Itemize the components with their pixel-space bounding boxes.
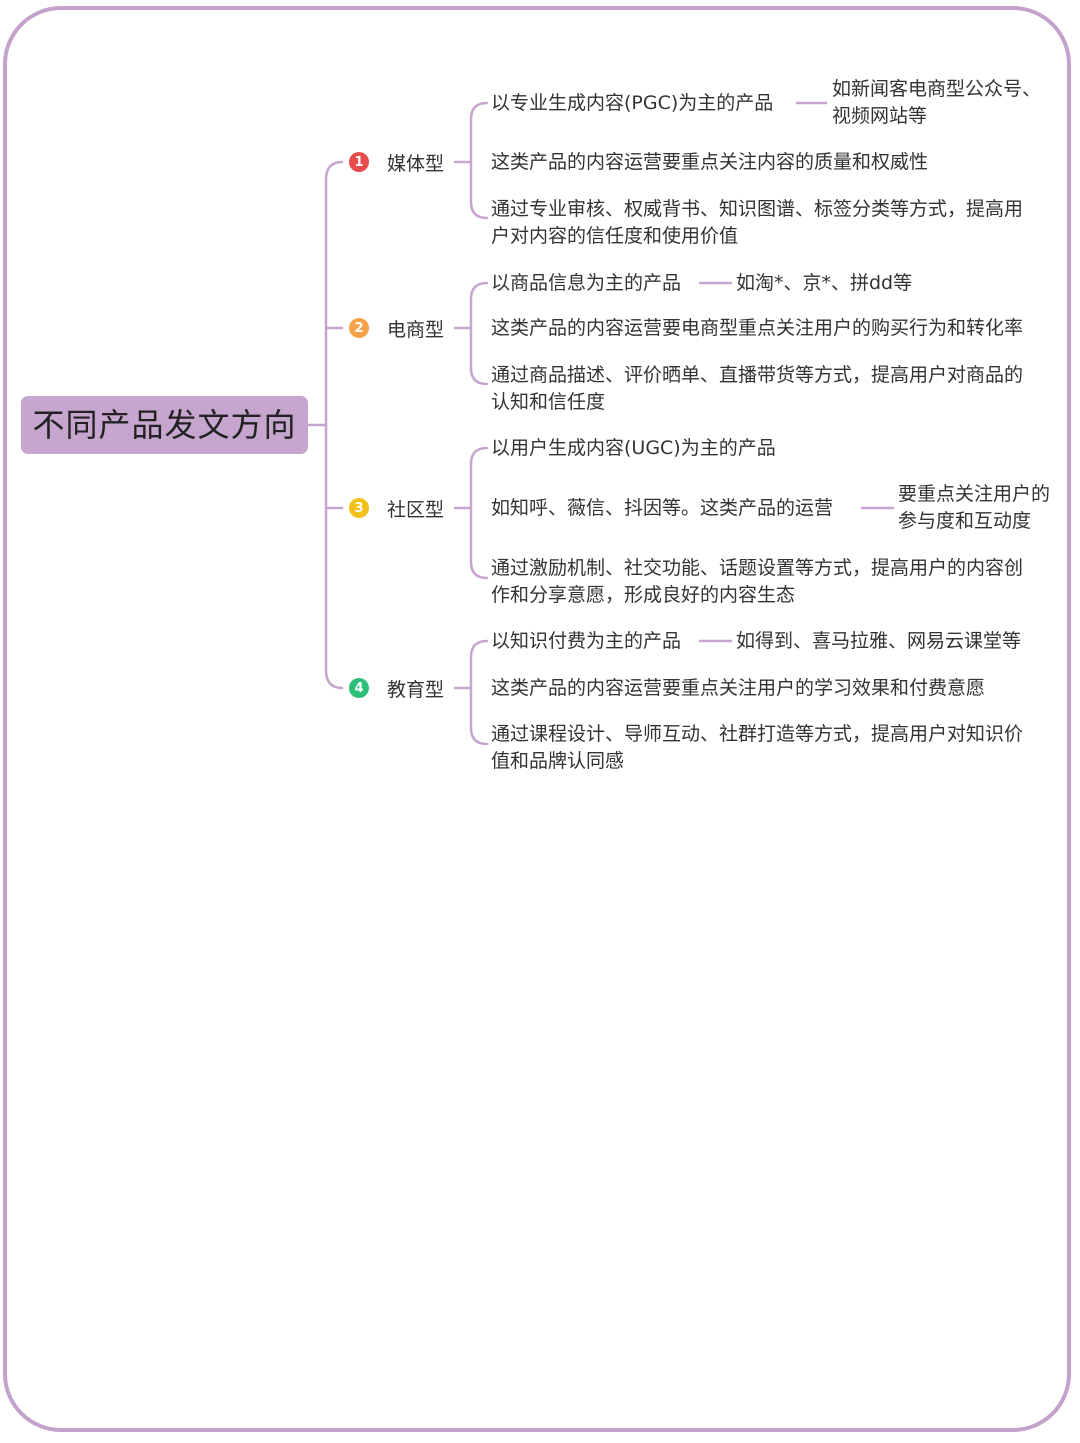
branch-community[interactable]: 3 社区型 (349, 494, 444, 522)
branch4-bracket (469, 639, 489, 746)
number-badge: 4 (349, 678, 369, 698)
text-line: 通过课程设计、导师互动、社群打造等方式，提高用户对知识价 (491, 723, 1024, 745)
branch3-bracket (469, 446, 489, 580)
leaf-media-pgc[interactable]: 以专业生成内容(PGC)为主的产品 (491, 92, 774, 114)
text-line: 值和品牌认同感 (491, 750, 625, 772)
leaf-community-examples[interactable]: 如知呼、薇信、抖因等。这类产品的运营 (491, 497, 834, 519)
note-line: 要重点关注用户的 (898, 483, 1051, 505)
note-line: 参与度和互动度 (898, 510, 1032, 532)
text-line: 通过专业审核、权威背书、知识图谱、标签分类等方式，提高用 (491, 198, 1024, 220)
leaf-ecommerce-focus[interactable]: 这类产品的内容运营要电商型重点关注用户的购买行为和转化率 (491, 317, 1024, 339)
leaf-media-pgc-note[interactable]: 如新闻客电商型公众号、 视频网站等 (832, 76, 1041, 130)
branch-label: 教育型 (387, 678, 445, 701)
leaf-community-examples-note[interactable]: 要重点关注用户的 参与度和互动度 (898, 481, 1050, 535)
number-badge: 1 (349, 152, 369, 172)
number-badge: 2 (349, 318, 369, 338)
branch-label: 社区型 (387, 498, 445, 521)
text-line: 通过激励机制、社交功能、话题设置等方式，提高用户的内容创 (491, 557, 1024, 579)
leaf-ecommerce-product-note[interactable]: 如淘*、京*、拼dd等 (736, 272, 913, 294)
page-frame (3, 6, 1071, 1432)
root-node[interactable]: 不同产品发文方向 (21, 396, 308, 454)
note-line: 如新闻客电商型公众号、 (832, 78, 1042, 100)
leaf-education-product-note[interactable]: 如得到、喜马拉雅、网易云课堂等 (736, 630, 1022, 652)
leaf-education-focus[interactable]: 这类产品的内容运营要重点关注用户的学习效果和付费意愿 (491, 677, 986, 699)
leaf-community-ugc[interactable]: 以用户生成内容(UGC)为主的产品 (491, 437, 776, 459)
leaf-ecommerce-product[interactable]: 以商品信息为主的产品 (491, 272, 682, 294)
branch2-bracket (469, 281, 489, 386)
leaf-education-product[interactable]: 以知识付费为主的产品 (491, 630, 682, 652)
main-bracket (324, 160, 344, 690)
branch-label: 媒体型 (387, 152, 445, 175)
leaf-community-method[interactable]: 通过激励机制、社交功能、话题设置等方式，提高用户的内容创 作和分享意愿，形成良好… (491, 555, 1023, 609)
leaf-media-focus[interactable]: 这类产品的内容运营要重点关注内容的质量和权威性 (491, 151, 929, 173)
branch-media[interactable]: 1 媒体型 (349, 148, 444, 176)
text-line: 作和分享意愿，形成良好的内容生态 (491, 584, 796, 606)
text-line: 通过商品描述、评价晒单、直播带货等方式，提高用户对商品的 (491, 364, 1024, 386)
leaf-education-method[interactable]: 通过课程设计、导师互动、社群打造等方式，提高用户对知识价 值和品牌认同感 (491, 721, 1023, 775)
branch-ecommerce[interactable]: 2 电商型 (349, 314, 444, 342)
branch1-bracket (469, 101, 489, 220)
branch-label: 电商型 (387, 318, 445, 341)
text-line: 户对内容的信任度和使用价值 (491, 225, 739, 247)
number-badge: 3 (349, 498, 369, 518)
leaf-media-method[interactable]: 通过专业审核、权威背书、知识图谱、标签分类等方式，提高用 户对内容的信任度和使用… (491, 196, 1023, 250)
branch-education[interactable]: 4 教育型 (349, 674, 444, 702)
leaf-ecommerce-method[interactable]: 通过商品描述、评价晒单、直播带货等方式，提高用户对商品的 认知和信任度 (491, 362, 1023, 416)
text-line: 认知和信任度 (491, 391, 606, 413)
note-line: 视频网站等 (832, 105, 928, 127)
